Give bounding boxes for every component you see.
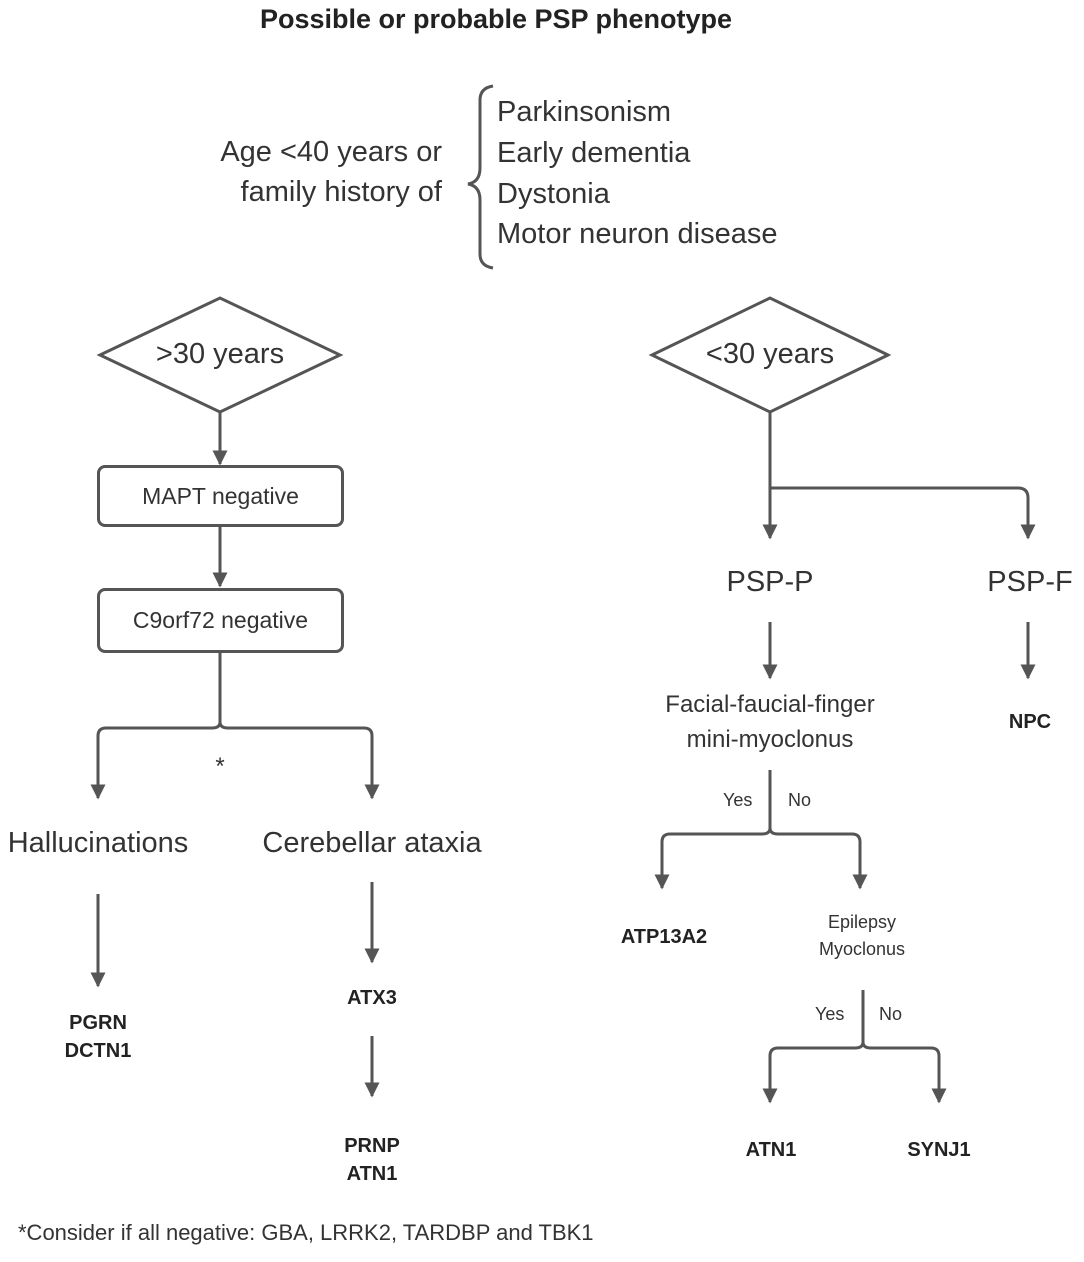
gene-pgrn: PGRN xyxy=(69,1012,127,1034)
gene-atp13a2: ATP13A2 xyxy=(620,926,708,948)
gene-atx3: ATX3 xyxy=(347,987,397,1009)
c9orf72-negative-label: C9orf72 negative xyxy=(132,607,309,633)
gene-dctn1: DCTN1 xyxy=(64,1040,132,1062)
chart-title: Possible or probable PSP phenotype xyxy=(259,4,733,34)
arrow-to-ataxia xyxy=(218,721,380,800)
arrow-to-psp-f xyxy=(770,486,1036,540)
footnote-asterisk: * xyxy=(215,753,225,780)
cerebellar-ataxia-label: Cerebellar ataxia xyxy=(262,827,482,859)
myoclonus-label-line-2: mini-myoclonus xyxy=(686,726,854,753)
gene-atn1-right: ATN1 xyxy=(745,1139,797,1161)
psp-p-label: PSP-P xyxy=(726,566,814,598)
curly-brace xyxy=(467,84,494,270)
mapt-negative-label: MAPT negative xyxy=(142,482,299,509)
no-label-myoclonus: No xyxy=(788,790,812,810)
myoclonus-label-line-1: Facial-faucial-finger xyxy=(665,691,875,718)
arrow-to-atn1 xyxy=(762,1041,865,1104)
hallucinations-label: Hallucinations xyxy=(7,827,189,859)
gene-npc: NPC xyxy=(1008,711,1052,733)
epilepsy-label-line-2: Myoclonus xyxy=(818,939,906,959)
epilepsy-label-line-1: Epilepsy xyxy=(827,912,897,932)
decision-over-30-label: >30 years xyxy=(155,338,285,370)
gene-prnp: PRNP xyxy=(344,1135,400,1157)
no-label-epilepsy: No xyxy=(879,1004,903,1024)
diamond-over-30 xyxy=(96,296,344,414)
criteria-lead-line-2: family history of xyxy=(240,176,442,208)
yes-label-myoclonus: Yes xyxy=(723,790,753,810)
criteria-item: Parkinsonism xyxy=(497,96,672,128)
criteria-item: Dystonia xyxy=(497,178,610,210)
gene-synj1: SYNJ1 xyxy=(907,1139,971,1161)
arrow-to-epilepsy xyxy=(768,827,868,890)
criteria-lead-line-1: Age <40 years or xyxy=(220,136,442,168)
mapt-negative-box: MAPT negative xyxy=(97,465,344,527)
footnote: *Consider if all negative: GBA, LRRK2, T… xyxy=(18,1220,594,1245)
criteria-item: Early dementia xyxy=(497,137,691,169)
c9orf72-negative-box: C9orf72 negative xyxy=(97,588,344,653)
psp-f-label: PSP-F xyxy=(987,566,1073,598)
diamond-under-30 xyxy=(648,296,892,414)
arrow-to-synj1 xyxy=(861,1041,947,1104)
gene-atn1-left: ATN1 xyxy=(346,1163,398,1185)
decision-under-30-label: <30 years xyxy=(705,338,835,370)
arrow-to-atp13a2 xyxy=(654,827,772,890)
yes-label-epilepsy: Yes xyxy=(815,1004,845,1024)
arrow-to-hallucinations xyxy=(90,721,222,800)
criteria-item: Motor neuron disease xyxy=(497,218,778,250)
